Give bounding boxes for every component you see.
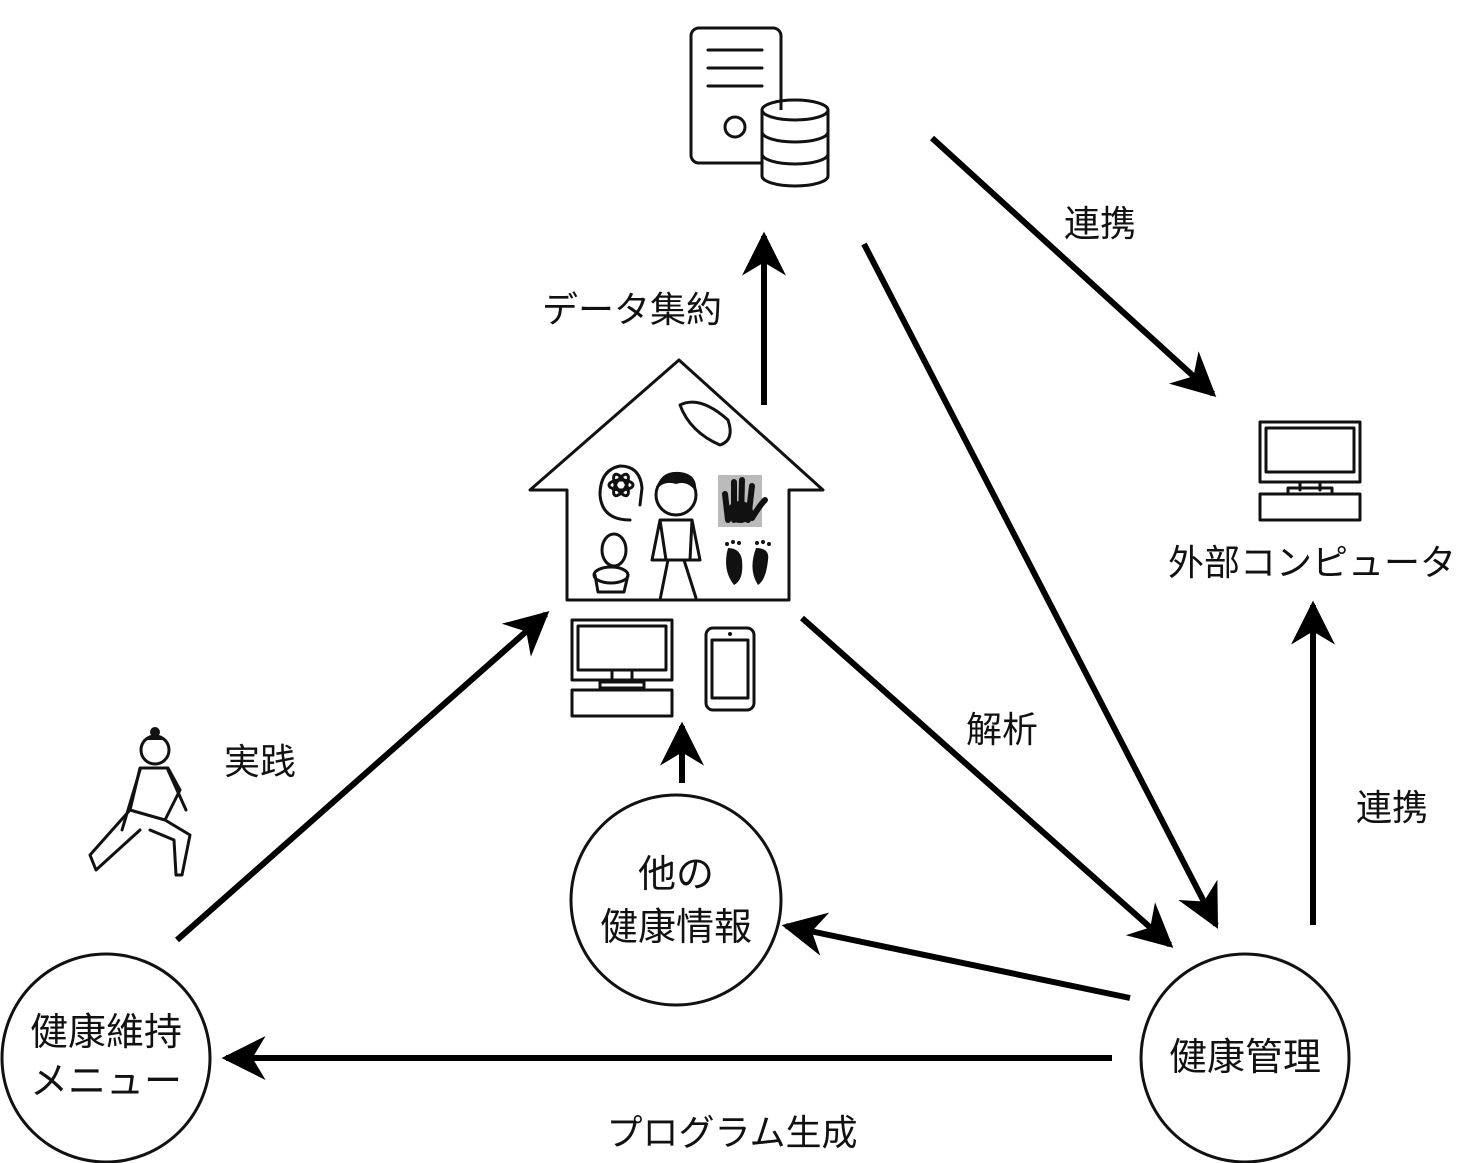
edge-label-link-right: 連携 <box>1356 788 1428 829</box>
hand-icon <box>718 475 768 527</box>
health-maintenance-menu-node: 健康維持 メニュー <box>0 952 212 1163</box>
edge-label-practice: 実践 <box>224 742 296 783</box>
edge-label-program-generation: プログラム生成 <box>607 1113 858 1154</box>
smart-home-icon <box>528 358 825 602</box>
node-label-line2: 健康情報 <box>600 905 752 949</box>
node-label-line1: 他の <box>638 852 714 896</box>
edge-label-data-aggregation: データ集約 <box>542 290 722 331</box>
other-health-info-node: 他の 健康情報 <box>569 793 783 1007</box>
edge-label-link-top: 連携 <box>1064 204 1136 245</box>
toilet-icon <box>592 532 630 594</box>
arrows <box>175 135 1335 1080</box>
child-icon <box>650 471 702 602</box>
health-management-node: 健康管理 <box>1139 952 1351 1163</box>
arrow-menu-to-house <box>175 611 550 943</box>
arrow-server-to-management <box>861 242 1219 929</box>
external-computer-label: 外部コンピュータ <box>1168 543 1456 584</box>
arrow-house-to-management <box>800 615 1174 948</box>
node-label-line2: メニュー <box>30 1059 182 1103</box>
arrow-management-to-other-health <box>781 912 1131 1001</box>
node-label: 健康管理 <box>1169 1035 1321 1079</box>
node-label-line1: 健康維持 <box>30 1010 182 1054</box>
server-database-icon <box>689 26 830 188</box>
external-computer-icon <box>1258 420 1362 522</box>
brain-icon <box>598 464 644 522</box>
edge-label-analysis: 解析 <box>966 710 1038 751</box>
desktop-computer-icon <box>570 618 674 718</box>
footprints-icon <box>725 540 771 585</box>
arrow-server-to-external <box>929 135 1217 397</box>
stretching-person-icon <box>88 727 192 877</box>
smartphone-icon <box>704 626 756 712</box>
